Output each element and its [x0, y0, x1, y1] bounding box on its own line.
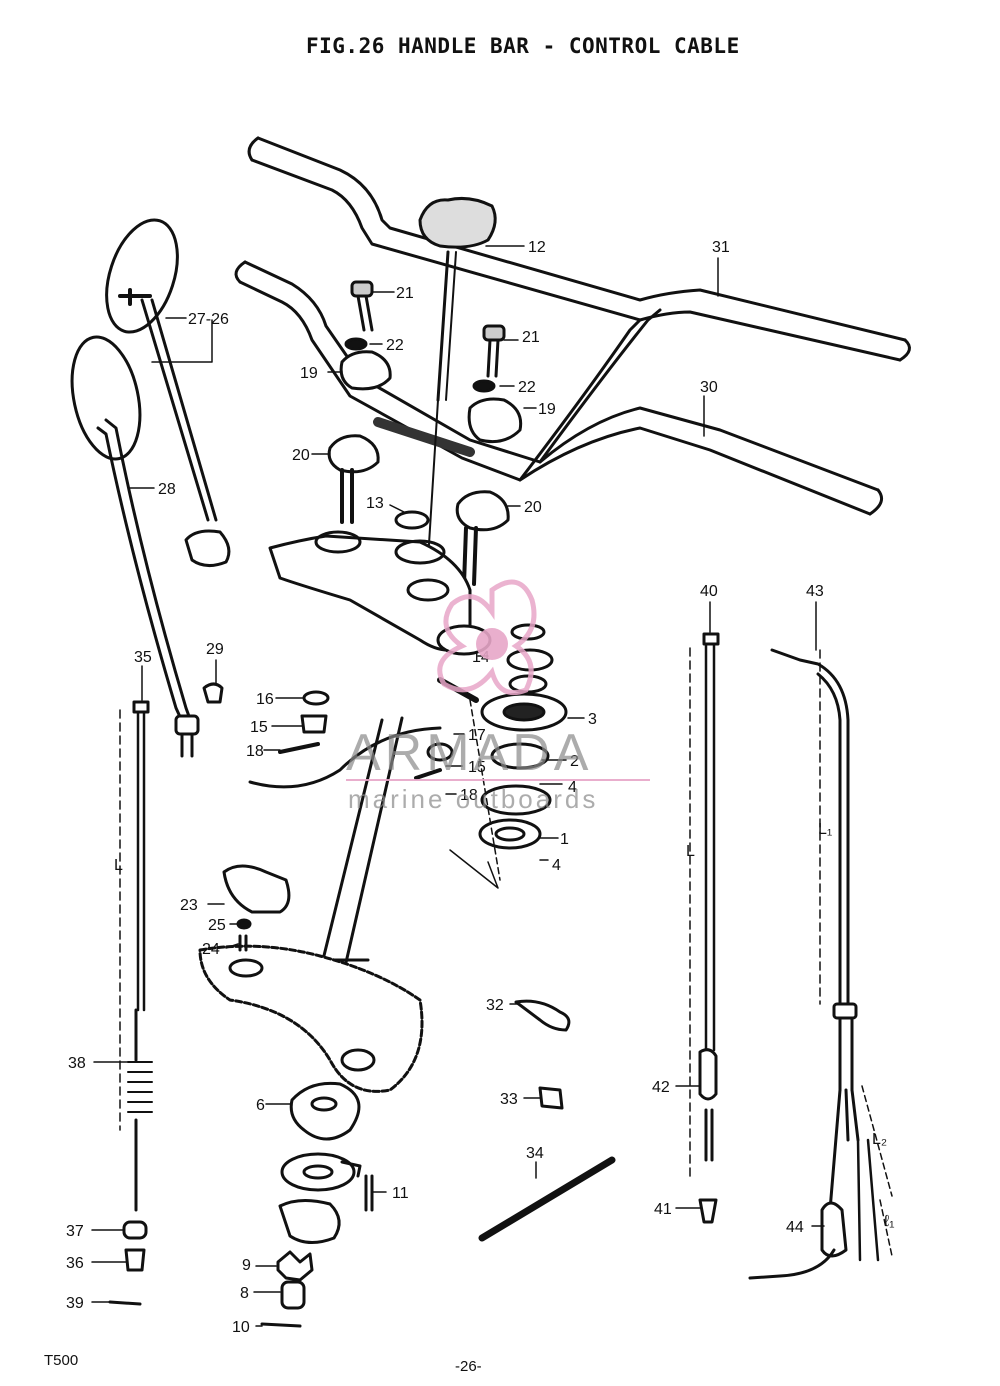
callout-42: 42	[652, 1079, 670, 1096]
callout-13: 13	[366, 495, 384, 512]
callout-20-left: 20	[292, 447, 310, 464]
callout-21-right: 21	[522, 329, 540, 346]
callout-37: 37	[66, 1223, 84, 1240]
clamp-holder-19-right	[467, 397, 523, 444]
callout-19-right: 19	[538, 401, 556, 418]
leader-lines	[91, 245, 825, 1327]
callout-18-right: 18	[460, 787, 478, 804]
bolt-11	[364, 1174, 374, 1212]
washer-22-left	[344, 337, 368, 351]
clutch-cable	[108, 700, 153, 1306]
throttle-cable	[689, 632, 720, 1224]
lower-bracket	[198, 944, 424, 1093]
callout-27-26: 27-26	[188, 311, 229, 328]
handle-bar-30	[234, 260, 884, 516]
callout-15-left: 15	[250, 719, 268, 736]
dimension-l2: L₂	[872, 1131, 887, 1148]
callout-22-left: 22	[386, 337, 404, 354]
washer-13	[394, 510, 430, 530]
callout-41: 41	[654, 1201, 672, 1218]
callout-44: 44	[786, 1219, 804, 1236]
callout-25: 25	[208, 917, 226, 934]
callout-34: 34	[526, 1145, 544, 1162]
holder-20-right	[455, 490, 510, 586]
callout-43: 43	[806, 583, 824, 600]
callout-1: 1	[560, 831, 569, 848]
callout-38: 38	[68, 1055, 86, 1072]
callout-15-right: 15	[468, 759, 486, 776]
nut-16	[302, 690, 330, 706]
callout-33: 33	[500, 1091, 518, 1108]
callout-19-left: 19	[300, 365, 318, 382]
nut-8	[280, 1280, 306, 1310]
callout-2: 2	[570, 753, 579, 770]
upper-bracket	[268, 530, 472, 652]
steering-damper-knob-12	[418, 197, 497, 561]
callout-32: 32	[486, 997, 504, 1014]
callout-11: 11	[392, 1185, 409, 1202]
cap-nut-15-left	[300, 714, 328, 734]
pin-18-right	[414, 768, 442, 780]
callout-31: 31	[712, 239, 730, 256]
callout-17: 17	[468, 727, 486, 744]
watermark-logo-icon	[437, 579, 537, 696]
callout-16: 16	[256, 691, 274, 708]
callout-4-upper: 4	[568, 779, 577, 796]
callout-35: 35	[134, 649, 152, 666]
page-number: -26-	[455, 1358, 482, 1375]
cable-clip-33	[538, 1086, 564, 1110]
callout-21-left: 21	[396, 285, 414, 302]
bolt-21-right	[482, 324, 506, 378]
dimension-small-l1: ℓ₁	[884, 1213, 895, 1230]
dimension-l-middle: L	[686, 843, 695, 860]
mirror-28	[70, 335, 200, 758]
callout-18-left: 18	[246, 743, 264, 760]
damper-disc	[280, 1152, 362, 1192]
callout-8: 8	[240, 1285, 249, 1302]
cable-clamp-32	[514, 999, 571, 1032]
callout-3: 3	[588, 711, 597, 728]
callout-12: 12	[528, 239, 546, 256]
cap-29	[202, 682, 224, 704]
armada-watermark: ARMADA marine outboards	[346, 579, 650, 814]
callout-9: 9	[242, 1257, 251, 1274]
cable-tie-34	[478, 1156, 616, 1242]
split-throttle-cable	[748, 648, 893, 1280]
clamp-holder-19-left	[339, 350, 392, 391]
callout-28: 28	[158, 481, 176, 498]
watermark-tagline: marine outboards	[348, 784, 598, 814]
cap-nut-15-right	[426, 742, 454, 762]
handle-bar-31	[247, 136, 911, 362]
figure-title: FIG.26 HANDLE BAR - CONTROL CABLE	[306, 34, 740, 58]
callout-6: 6	[256, 1097, 265, 1114]
lock-cable	[248, 726, 442, 789]
callout-4-lower: 4	[552, 857, 561, 874]
callout-20-right: 20	[524, 499, 542, 516]
damper-plate-6	[289, 1081, 361, 1141]
callout-40: 40	[700, 583, 718, 600]
callout-22-right: 22	[518, 379, 536, 396]
steering-lock-23	[222, 864, 291, 952]
callout-24: 24	[202, 941, 220, 958]
callout-30: 30	[700, 379, 718, 396]
mirror-27-26	[105, 218, 231, 567]
pin-18-left	[278, 742, 320, 754]
holder-20-left	[327, 434, 380, 524]
cotter-pin-10	[260, 1322, 302, 1328]
dimension-l-left: L	[114, 857, 123, 874]
washer-22-right	[472, 379, 496, 393]
callout-23: 23	[180, 897, 198, 914]
damper-spring-9	[276, 1250, 314, 1282]
callout-39: 39	[66, 1295, 84, 1312]
callout-10: 10	[232, 1319, 250, 1336]
callout-36: 36	[66, 1255, 84, 1272]
watermark-brand: ARMADA	[346, 724, 592, 782]
callout-29: 29	[206, 641, 224, 658]
dimension-l1: L₁	[818, 821, 832, 838]
model-label: T500	[44, 1352, 79, 1369]
damper-plate-lower	[278, 1199, 341, 1244]
bolt-21-left	[350, 280, 374, 332]
